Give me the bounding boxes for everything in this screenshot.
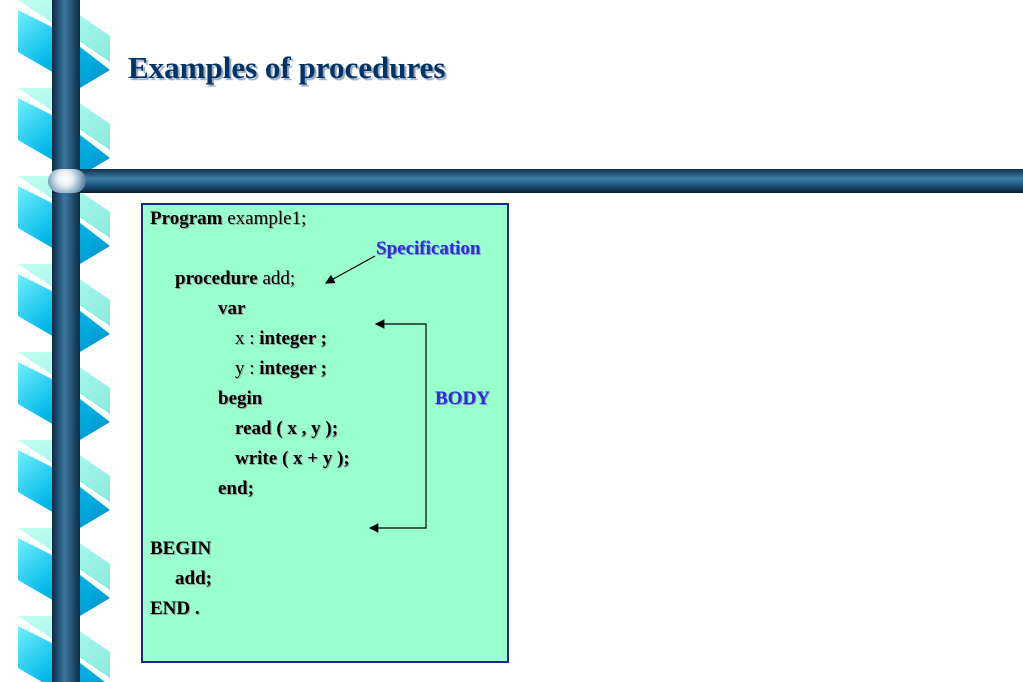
read-args: ( x , y ); xyxy=(271,418,339,439)
program-name: example1; xyxy=(222,208,307,229)
code-line-read: read ( x , y ); xyxy=(235,418,338,440)
x-type: integer ; xyxy=(259,328,327,349)
write-args: ( x + y ); xyxy=(277,448,350,469)
code-line-procedure: procedure add; xyxy=(175,268,295,290)
keyword-procedure: procedure xyxy=(175,268,258,289)
keyword-read: read xyxy=(235,418,272,439)
code-line-main-call: add; xyxy=(175,568,212,589)
code-line-y-declaration: y : integer ; xyxy=(235,358,327,380)
procedure-name: add; xyxy=(257,268,296,289)
decorative-ribbon xyxy=(18,0,115,682)
title-divider-bar xyxy=(52,169,1023,193)
y-type: integer ; xyxy=(259,358,327,379)
code-line-end: end; xyxy=(218,478,254,499)
annotation-specification: Specification xyxy=(376,238,481,259)
divider-bar-cap xyxy=(48,169,86,193)
code-line-main-begin: BEGIN xyxy=(150,538,212,559)
code-line-main-end: END . xyxy=(150,598,200,619)
code-line-begin: begin xyxy=(218,388,263,409)
code-line-x-declaration: x : integer ; xyxy=(235,328,327,350)
code-line-program: Program example1; xyxy=(150,208,306,230)
keyword-write: write xyxy=(235,448,278,469)
slide-title: Examples of procedures xyxy=(128,50,446,85)
code-line-var: var xyxy=(218,298,246,319)
y-name: y : xyxy=(235,358,260,379)
code-line-write: write ( x + y ); xyxy=(235,448,350,470)
x-name: x : xyxy=(235,328,260,349)
keyword-program: Program xyxy=(150,208,223,229)
annotation-body: BODY xyxy=(435,388,490,409)
